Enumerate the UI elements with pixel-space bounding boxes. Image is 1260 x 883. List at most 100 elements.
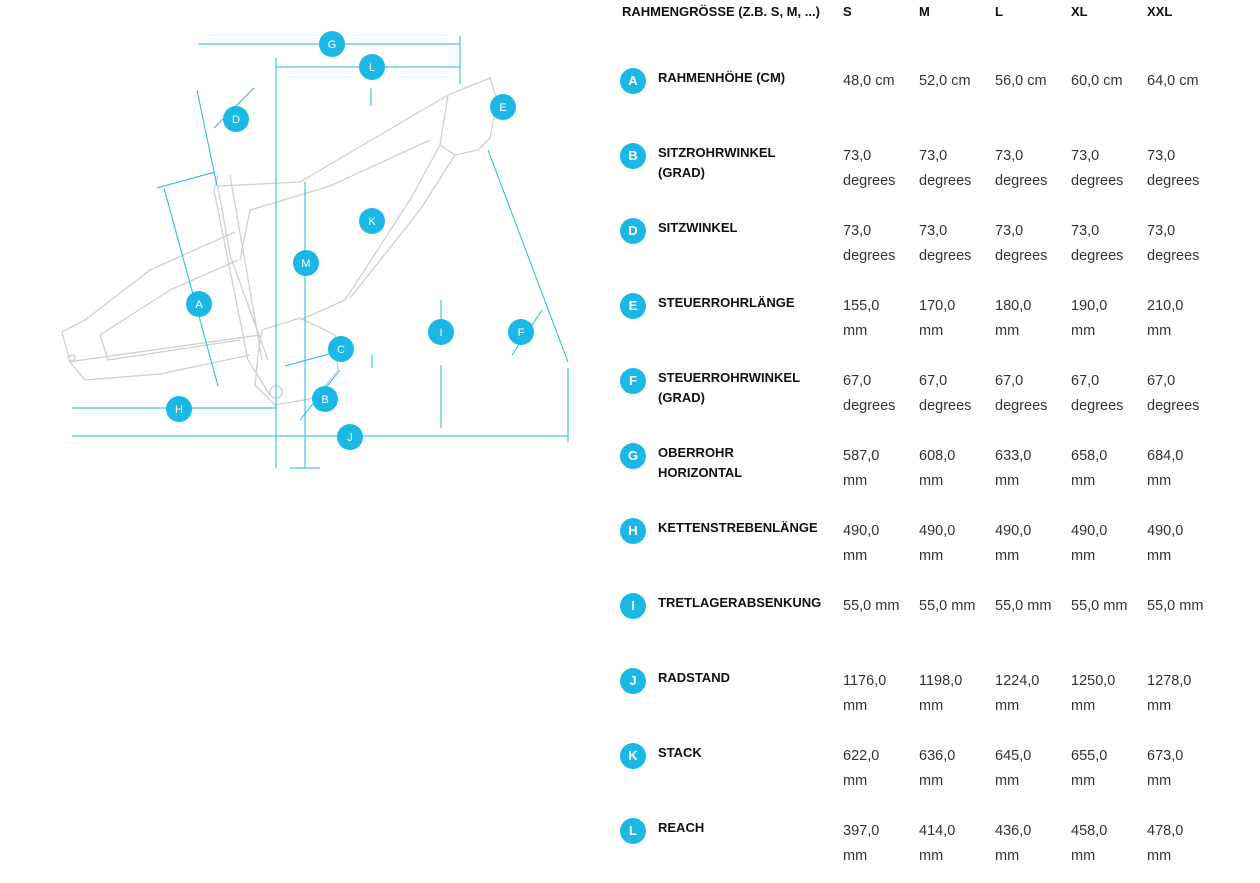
measurement-value-cell: 60,0 cm [1071, 58, 1147, 133]
measurement-value-cell: 67,0 degrees [843, 358, 919, 433]
measurement-value: 170,0 mm [919, 298, 956, 339]
measurement-label: STACK [658, 745, 702, 760]
measurement-label-cell: REACH [658, 808, 843, 883]
measurement-value-cell: 633,0 mm [995, 433, 1071, 508]
measurement-badge: B [620, 143, 646, 169]
badge-cell: A [618, 58, 658, 133]
marker-C: C [328, 336, 354, 362]
svg-text:F: F [518, 327, 525, 339]
marker-I: I [428, 319, 454, 345]
measurement-value: 655,0 mm [1071, 748, 1108, 789]
measurement-value: 48,0 cm [843, 73, 895, 89]
badge-cell: L [618, 808, 658, 883]
measurement-value: 684,0 mm [1147, 448, 1184, 489]
measurement-badge: K [620, 743, 646, 769]
measurement-value: 490,0 mm [1147, 523, 1184, 564]
marker-D: D [223, 106, 249, 132]
measurement-value-cell: 1176,0 mm [843, 658, 919, 733]
measurement-value: 673,0 mm [1147, 748, 1184, 789]
svg-text:I: I [439, 327, 442, 339]
measurement-value: 658,0 mm [1071, 448, 1108, 489]
measurement-value-cell: 490,0 mm [1071, 508, 1147, 583]
measurement-value: 397,0 mm [843, 823, 880, 864]
measurement-value: 180,0 mm [995, 298, 1032, 339]
svg-text:E: E [499, 102, 506, 114]
measurement-value: 73,0 degrees [843, 223, 896, 264]
marker-J: J [337, 424, 363, 450]
measurement-label-cell: STEUERROHRLÄNGE [658, 283, 843, 358]
measurement-badge: E [620, 293, 646, 319]
measurement-value: 73,0 degrees [919, 223, 972, 264]
measurement-value-cell: 210,0 mm [1147, 283, 1223, 358]
measurement-badge: J [620, 668, 646, 694]
measurement-label: STEUERROHRWINKEL (GRAD) [658, 370, 800, 405]
measurement-value-cell: 180,0 mm [995, 283, 1071, 358]
measurement-value-cell: 490,0 mm [919, 508, 995, 583]
measurement-label-cell: TRETLAGERABSENKUNG [658, 583, 843, 658]
marker-M: M [293, 250, 319, 276]
measurement-label-cell: STEUERROHRWINKEL (GRAD) [658, 358, 843, 433]
measurement-label-cell: OBERROHR HORIZONTAL [658, 433, 843, 508]
measurement-value-cell: 73,0 degrees [1147, 208, 1223, 283]
badge-cell: K [618, 733, 658, 808]
measurement-value: 67,0 degrees [1147, 373, 1200, 414]
measurement-value: 1198,0 mm [919, 673, 963, 714]
measurement-badge: G [620, 443, 646, 469]
measurement-label: RADSTAND [658, 670, 730, 685]
measurement-value-cell: 73,0 degrees [919, 208, 995, 283]
measurement-value-cell: 636,0 mm [919, 733, 995, 808]
measurement-value: 73,0 degrees [995, 223, 1048, 264]
measurement-value: 490,0 mm [995, 523, 1032, 564]
measurement-label: TRETLAGERABSENKUNG [658, 595, 822, 610]
geometry-diagram: G L D E K M A I F C H B J [61, 31, 569, 469]
measurement-badge: I [620, 593, 646, 619]
measurement-value-cell: 1278,0 mm [1147, 658, 1223, 733]
marker-L: L [359, 54, 385, 80]
measurement-value-cell: 55,0 mm [995, 583, 1071, 658]
measurement-value: 478,0 mm [1147, 823, 1184, 864]
measurement-value-cell: 478,0 mm [1147, 808, 1223, 883]
measurement-value-cell: 1198,0 mm [919, 658, 995, 733]
measurement-value-cell: 608,0 mm [919, 433, 995, 508]
measurement-value-cell: 73,0 degrees [1147, 133, 1223, 208]
marker-A: A [186, 291, 212, 317]
measurement-value: 52,0 cm [919, 73, 971, 89]
measurement-value: 1250,0 mm [1071, 673, 1116, 714]
measurement-value-cell: 587,0 mm [843, 433, 919, 508]
header-size-m: M [919, 4, 930, 19]
measurement-value: 622,0 mm [843, 748, 880, 789]
measurement-value-cell: 1250,0 mm [1071, 658, 1147, 733]
measurement-value: 55,0 mm [1071, 598, 1128, 614]
measurement-value: 64,0 cm [1147, 73, 1199, 89]
measurement-value: 210,0 mm [1147, 298, 1184, 339]
measurement-value-cell: 397,0 mm [843, 808, 919, 883]
svg-text:J: J [347, 432, 353, 444]
header-size-s: S [843, 4, 852, 19]
badge-cell: D [618, 208, 658, 283]
measurement-label: KETTENSTREBENLÄNGE [658, 520, 818, 535]
measurement-value-cell: 645,0 mm [995, 733, 1071, 808]
measurement-badge: A [620, 68, 646, 94]
measurement-value-cell: 55,0 mm [1071, 583, 1147, 658]
measurement-label-cell: SITZROHRWINKEL (GRAD) [658, 133, 843, 208]
measurement-label: OBERROHR HORIZONTAL [658, 445, 743, 480]
measurement-badge: F [620, 368, 646, 394]
measurement-label-cell: KETTENSTREBENLÄNGE [658, 508, 843, 583]
measurement-label-cell: RAHMENHÖHE (CM) [658, 58, 843, 133]
measurement-value-cell: 436,0 mm [995, 808, 1071, 883]
measurement-value-cell: 155,0 mm [843, 283, 919, 358]
measurement-value: 73,0 degrees [1071, 223, 1124, 264]
measurement-value-cell: 55,0 mm [919, 583, 995, 658]
marker-K: K [359, 208, 385, 234]
header-size-xxl: XXL [1147, 4, 1173, 19]
measurement-value-cell: 684,0 mm [1147, 433, 1223, 508]
measurement-value: 1278,0 mm [1147, 673, 1192, 714]
measurement-value-cell: 67,0 degrees [919, 358, 995, 433]
measurement-value: 1176,0 mm [843, 673, 887, 714]
measurement-value: 155,0 mm [843, 298, 880, 339]
svg-text:K: K [368, 216, 376, 228]
